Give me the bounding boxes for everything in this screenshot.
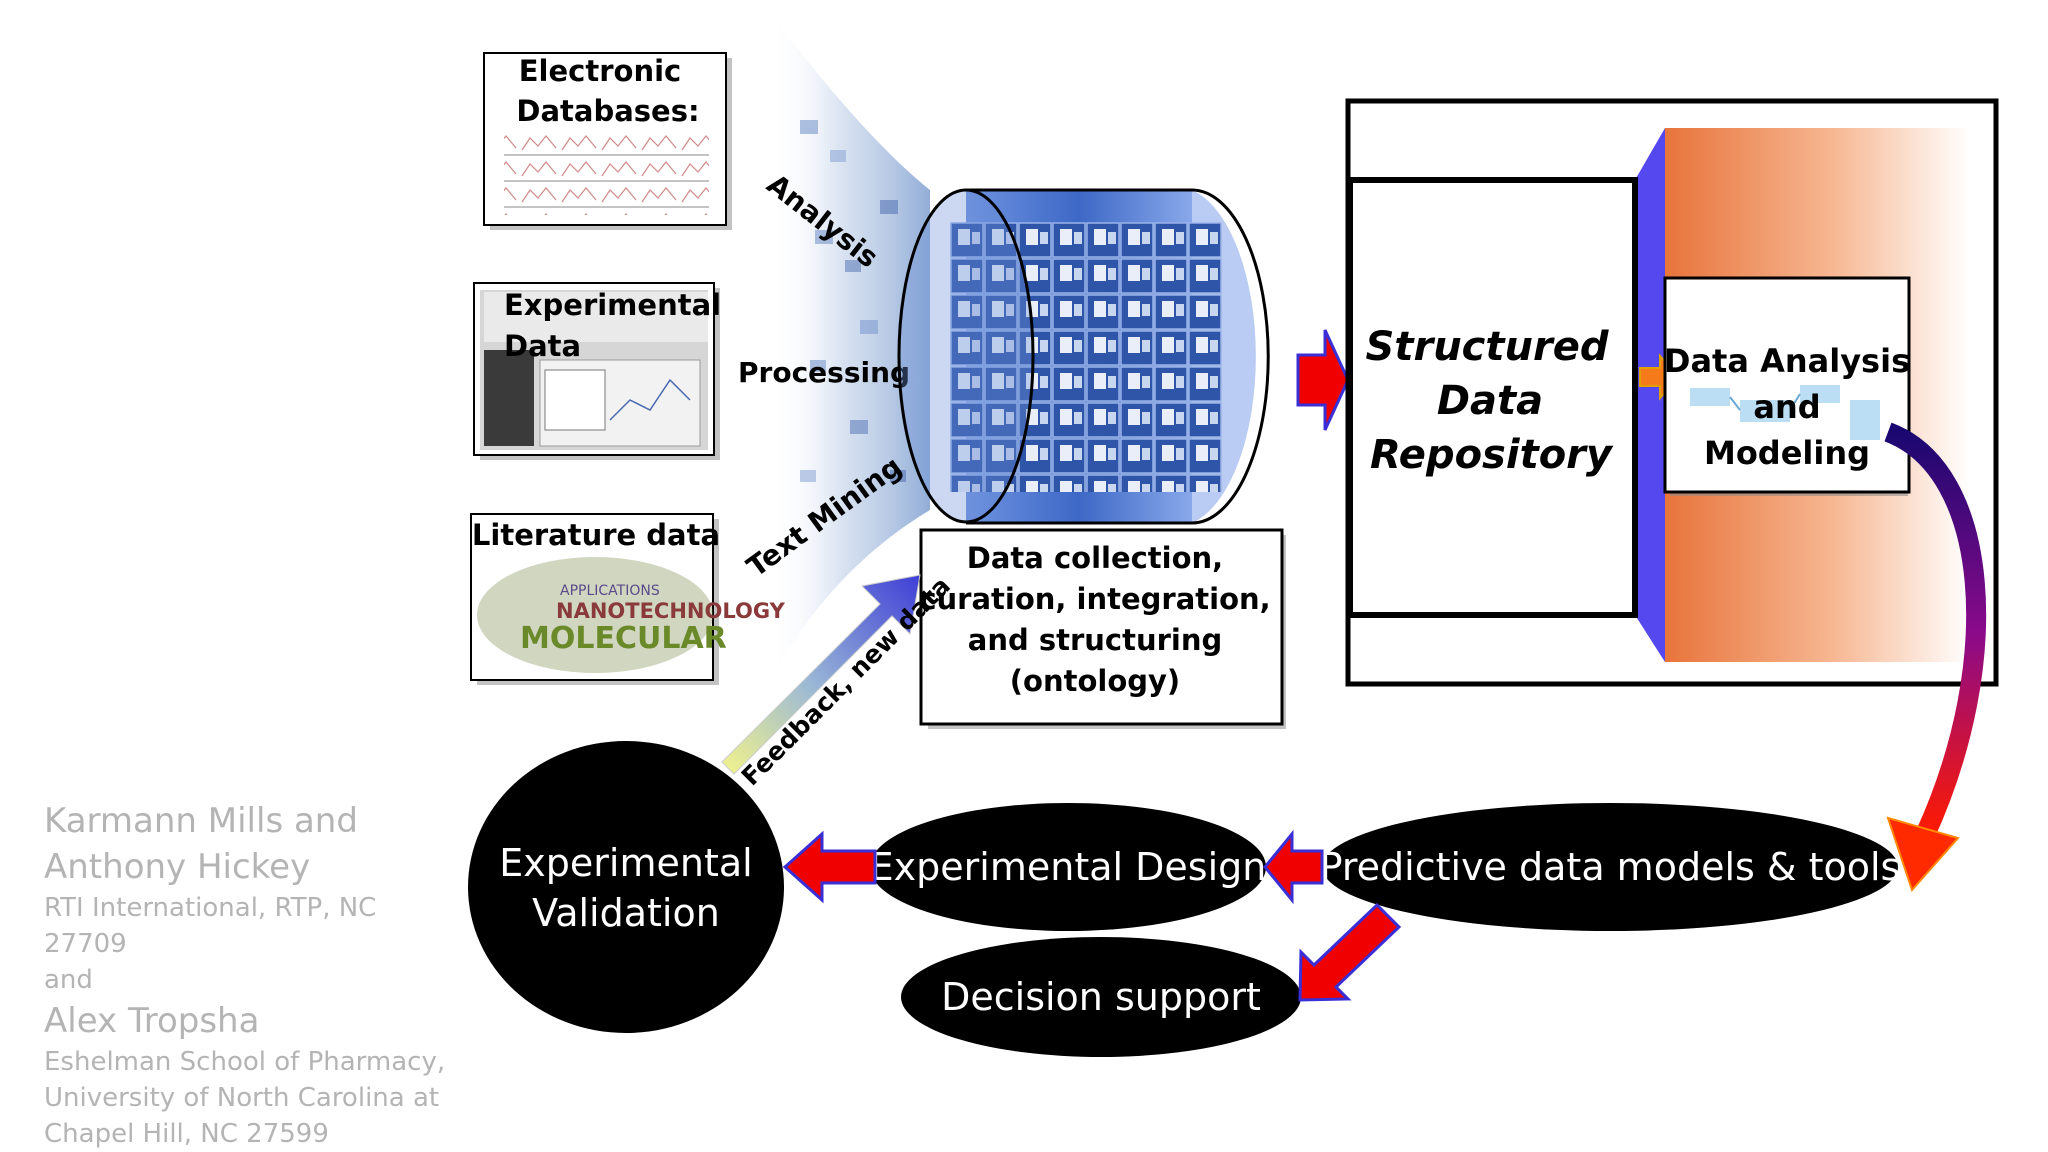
validation-line: Experimental xyxy=(499,841,752,885)
record-grid xyxy=(950,222,1222,492)
authors-line: Karmann Mills and xyxy=(44,801,358,841)
curation-line: Data collection, xyxy=(967,541,1223,575)
blue-connector-panel xyxy=(1635,128,1665,662)
funnel-thumbnails xyxy=(800,120,906,482)
decision-support-ellipse: Decision support xyxy=(901,937,1301,1057)
repository-line: Data xyxy=(1437,378,1543,424)
curation-line: (ontology) xyxy=(1010,664,1180,698)
word-cloud-word: APPLICATIONS xyxy=(560,583,660,599)
processing-label: Processing xyxy=(738,356,910,389)
structured-data-repository-box: Structured Data Repository xyxy=(1347,177,1638,618)
affiliation: University of North Carolina at xyxy=(44,1083,440,1113)
credits: Karmann Mills and Anthony Hickey RTI Int… xyxy=(44,798,464,1152)
affiliation: Eshelman School of Pharmacy, xyxy=(44,1047,446,1077)
database-cylinder xyxy=(897,188,1270,525)
arrow-predictive-to-design xyxy=(1263,829,1324,905)
curved-arrow-to-predictive xyxy=(1884,422,1987,840)
authors-line: Anthony Hickey xyxy=(44,847,311,887)
predictive-label: Predictive data models & tools xyxy=(1320,845,1901,889)
experimental-design-ellipse: Experimental Design xyxy=(870,803,1267,931)
literature-label: Literature data xyxy=(472,518,720,552)
arrow-predictive-to-decision xyxy=(1298,902,1402,1002)
data-funnel xyxy=(770,12,930,680)
electronic-databases-box: Electronic Databases: xyxy=(483,52,732,230)
databases-label: Databases: xyxy=(516,94,699,128)
arrow-to-repository xyxy=(1296,329,1350,431)
and-text: and xyxy=(44,965,93,995)
electronic-label: Electronic xyxy=(519,54,681,88)
analysis-line: Modeling xyxy=(1704,434,1870,472)
curation-line: and structuring xyxy=(968,623,1223,657)
curation-line: curation, integration, xyxy=(919,582,1270,616)
arrow-design-to-validation xyxy=(782,830,877,904)
experimental-validation-ellipse: Experimental Validation xyxy=(468,741,784,1033)
predictive-models-ellipse: Predictive data models & tools xyxy=(1320,803,1901,931)
decision-label: Decision support xyxy=(941,975,1261,1019)
repository-line: Repository xyxy=(1370,432,1614,478)
affiliation: Chapel Hill, NC 27599 xyxy=(44,1119,329,1149)
affiliation: RTI International, RTP, NC 27709 xyxy=(44,893,377,959)
curation-box: Data collection, curation, integration, … xyxy=(919,528,1286,729)
validation-line: Validation xyxy=(532,891,720,935)
analysis-line: and xyxy=(1753,388,1820,426)
word-cloud-word: NANOTECHNOLOGY xyxy=(556,599,786,623)
repository-line: Structured xyxy=(1366,324,1609,370)
experimental-label: Experimental xyxy=(504,288,721,322)
database-chart-thumbnails xyxy=(504,135,709,215)
data-label: Data xyxy=(504,329,581,363)
data-analysis-box: Data Analysis and Modeling xyxy=(1663,276,1911,496)
literature-data-box: Literature data APPLICATIONS NANOTECHNOL… xyxy=(470,513,786,685)
curved-arrow-head xyxy=(1886,816,1960,892)
word-cloud-image xyxy=(477,557,713,673)
word-cloud-word: MOLECULAR xyxy=(520,621,727,656)
design-label: Experimental Design xyxy=(870,845,1267,889)
author-name: Alex Tropsha xyxy=(44,1001,260,1041)
analysis-line: Data Analysis xyxy=(1664,342,1910,380)
experimental-data-box: Experimental Data xyxy=(473,282,721,460)
